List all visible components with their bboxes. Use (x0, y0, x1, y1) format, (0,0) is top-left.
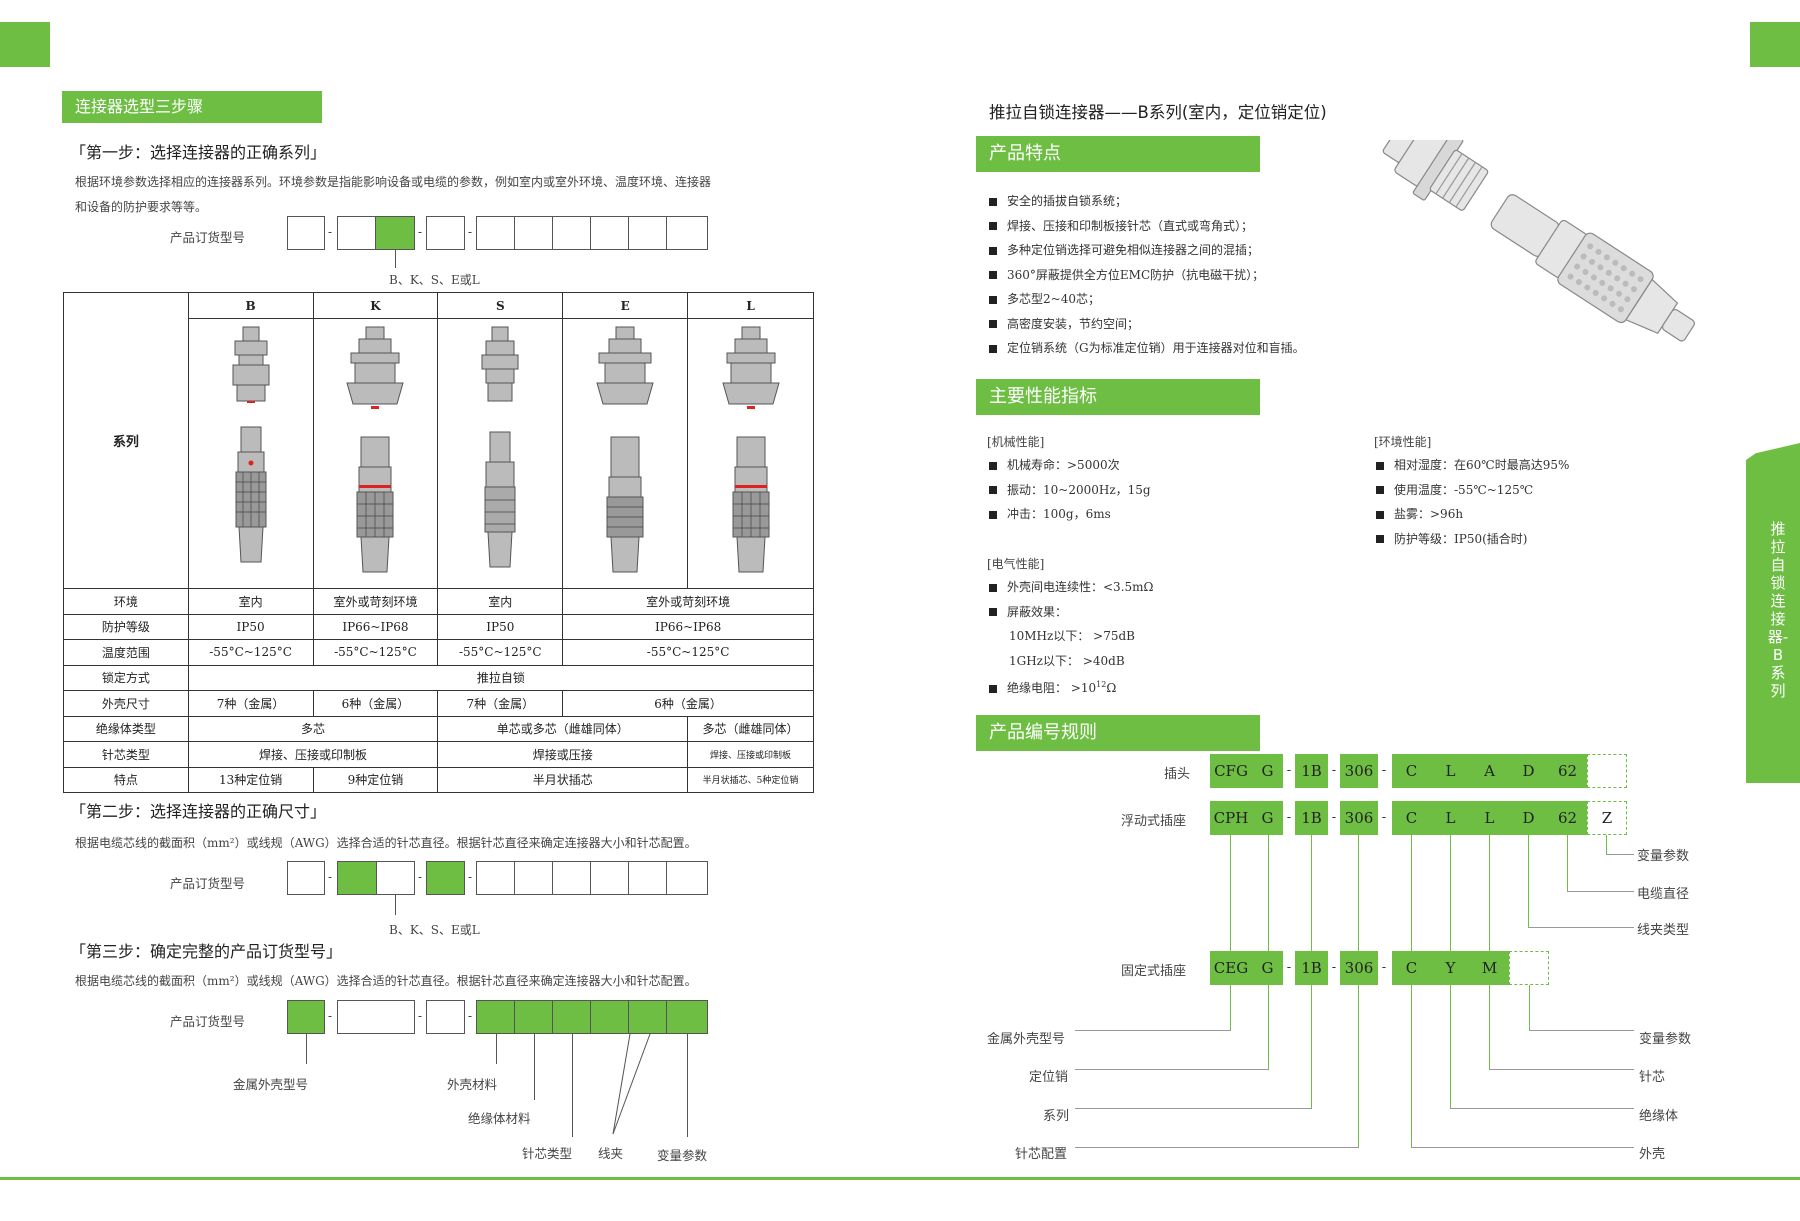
list-item: 冲击：100g，6ms (989, 502, 1151, 527)
label-clamp: 线夹 (598, 1146, 624, 1161)
connector-image-e (562, 318, 689, 589)
corner-mark-left (0, 22, 50, 67)
list-item: 10MHz以下： >75dB (1009, 629, 1135, 643)
label-pin: 针芯 (1639, 1070, 1666, 1085)
connector-image-k (312, 318, 439, 589)
label-insulator-material: 绝缘体材料 (468, 1111, 531, 1126)
col-e: E (562, 292, 689, 319)
corner-mark-right (1750, 22, 1800, 67)
col-s: S (437, 292, 564, 319)
step1-desc-2: 和设备的防护要求等等。 (75, 200, 208, 214)
list-item: 1GHz以下： >40dB (1009, 653, 1125, 668)
connector-image-l (687, 318, 814, 589)
list-item: 屏蔽效果： (989, 600, 1153, 625)
list-item: 焊接、压接和印制板接针芯（直式或弯角式）； (989, 214, 1305, 239)
label-shell-model: 金属外壳型号 (233, 1077, 309, 1092)
section-header-features: 产品特点 (976, 136, 1260, 172)
table-row: 外壳尺寸 7种（金属） 6种（金属） 7种（金属） 6种（金属） (63, 690, 814, 717)
table-row: 锁定方式 推拉自锁 (63, 664, 815, 691)
side-tab (1746, 443, 1800, 783)
list-item: 相对湿度：在60℃时最高达95% (1376, 453, 1569, 478)
list-item: 定位销系统（G为标准定位销）用于连接器对位和盲插。 (989, 336, 1305, 361)
table-row: 针芯类型 焊接、压接或印制板 焊接或压接 焊接、压接或印制板 (63, 741, 814, 768)
label-pin-config: 针芯配置 (1015, 1147, 1068, 1162)
connector-image-b (187, 318, 314, 589)
label-pin-type: 针芯类型 (522, 1146, 573, 1161)
label-cable-diameter: 电缆直径 (1637, 887, 1690, 902)
elec-title: [电气性能] (987, 557, 1045, 571)
list-item: 高密度安装，节约空间； (989, 312, 1305, 337)
list-item: 防护等级：IP50(插合时) (1376, 527, 1569, 552)
section-header-steps: 连接器选型三步骤 (62, 91, 322, 123)
mech-list: 机械寿命：>5000次 振动：10~2000Hz，15g 冲击：100g，6ms (989, 453, 1151, 527)
step1-order-label: 产品订货型号 (170, 230, 246, 245)
plug-label: 插头 (1164, 767, 1191, 782)
connector-product-image (1382, 140, 1695, 342)
list-item: 外壳间电连续性：<3.5mΩ (989, 575, 1153, 600)
label-shell: 外壳 (1639, 1147, 1666, 1162)
mech-title: [机械性能] (987, 435, 1045, 449)
step3-order-label: 产品订货型号 (170, 1014, 246, 1029)
label-variant-bottom: 变量参数 (1639, 1032, 1692, 1047)
list-item: 多芯型2~40芯； (989, 287, 1305, 312)
series-row-header: 系列 (63, 292, 189, 589)
label-insulator: 绝缘体 (1639, 1109, 1679, 1124)
list-item: 360°屏蔽提供全方位EMC防护（抗电磁干扰）； (989, 263, 1305, 288)
fixed-label: 固定式插座 (1121, 964, 1187, 979)
label-shell-material: 外壳材料 (447, 1077, 498, 1092)
feature-list: 安全的插拔自锁系统； 焊接、压接和印制板接针芯（直式或弯角式）； 多种定位销选择… (989, 189, 1305, 361)
list-item: 盐雾：>96h (1376, 502, 1569, 527)
col-k: K (312, 292, 439, 319)
list-item: 振动：10~2000Hz，15g (989, 478, 1151, 503)
step1-pointer-label: B、K、S、E或L (389, 273, 480, 287)
table-row: 环境 室内 室外或苛刻环境 室内 室外或苛刻环境 (63, 588, 814, 615)
col-l: L (687, 292, 814, 319)
clamp-pointer-lines (612, 1034, 651, 1135)
table-row: 绝缘体类型 多芯 单芯或多芯（雌雄同体） 多芯（雌雄同体） (63, 715, 814, 742)
list-item: 安全的插拔自锁系统； (989, 189, 1305, 214)
section-header-coding: 产品编号规则 (976, 715, 1260, 751)
step3-title: 「第三步：确定完整的产品订货型号」 (70, 942, 343, 961)
floating-label: 浮动式插座 (1121, 814, 1187, 829)
col-b: B (187, 292, 314, 319)
label-clamp-type: 线夹类型 (1637, 923, 1690, 938)
list-item: 绝缘电阻： >1012Ω (989, 673, 1153, 701)
series-table: 系列 B K S E L (63, 292, 815, 793)
section-header-performance: 主要性能指标 (976, 379, 1260, 415)
side-tab-label: 推拉自锁连接器-B系列 (1767, 520, 1789, 700)
table-row: 防护等级 IP50 IP66~IP68 IP50 IP66~IP68 (63, 613, 814, 640)
label-variant: 变量参数 (657, 1148, 708, 1163)
label-series: 系列 (1043, 1109, 1070, 1124)
step3-desc: 根据电缆芯线的截面积（mm²）或线规（AWG）选择合适的针芯直径。根据针芯直径来… (75, 974, 697, 988)
label-variant-top: 变量参数 (1637, 849, 1690, 864)
step2-title: 「第二步：选择连接器的正确尺寸」 (70, 802, 327, 821)
bottom-rule (0, 1177, 1800, 1180)
step1-desc-1: 根据环境参数选择相应的连接器系列。环境参数是指能影响设备或电缆的参数，例如室内或… (75, 175, 712, 189)
list-item: 多种定位销选择可避免相似连接器之间的混插； (989, 238, 1305, 263)
table-row: 特点 13种定位销 9种定位销 半月状插芯 半月状插芯、5种定位销 (63, 766, 814, 793)
step2-order-label: 产品订货型号 (170, 876, 246, 891)
product-title: 推拉自锁连接器——B系列(室内，定位销定位) (989, 103, 1327, 122)
list-item: 机械寿命：>5000次 (989, 453, 1151, 478)
label-shell-model-r: 金属外壳型号 (987, 1032, 1066, 1047)
step1-title: 「第一步：选择连接器的正确系列」 (70, 143, 327, 162)
table-row: 温度范围 -55°C~125°C -55°C~125°C -55°C~125°C… (63, 639, 814, 666)
env-list: 相对湿度：在60℃时最高达95% 使用温度：-55℃~125℃ 盐雾：>96h … (1376, 453, 1569, 551)
step2-desc: 根据电缆芯线的截面积（mm²）或线规（AWG）选择合适的针芯直径。根据针芯直径来… (75, 836, 697, 850)
list-item: 使用温度：-55℃~125℃ (1376, 478, 1569, 503)
label-locating-pin: 定位销 (1029, 1070, 1069, 1085)
elec-list: 外壳间电连续性：<3.5mΩ 屏蔽效果： 10MHz以下： >75dB 1GHz… (989, 575, 1153, 701)
connector-image-s (437, 318, 564, 589)
env-title: [环境性能] (1374, 435, 1432, 449)
step2-pointer-label: B、K、S、E或L (389, 923, 480, 937)
